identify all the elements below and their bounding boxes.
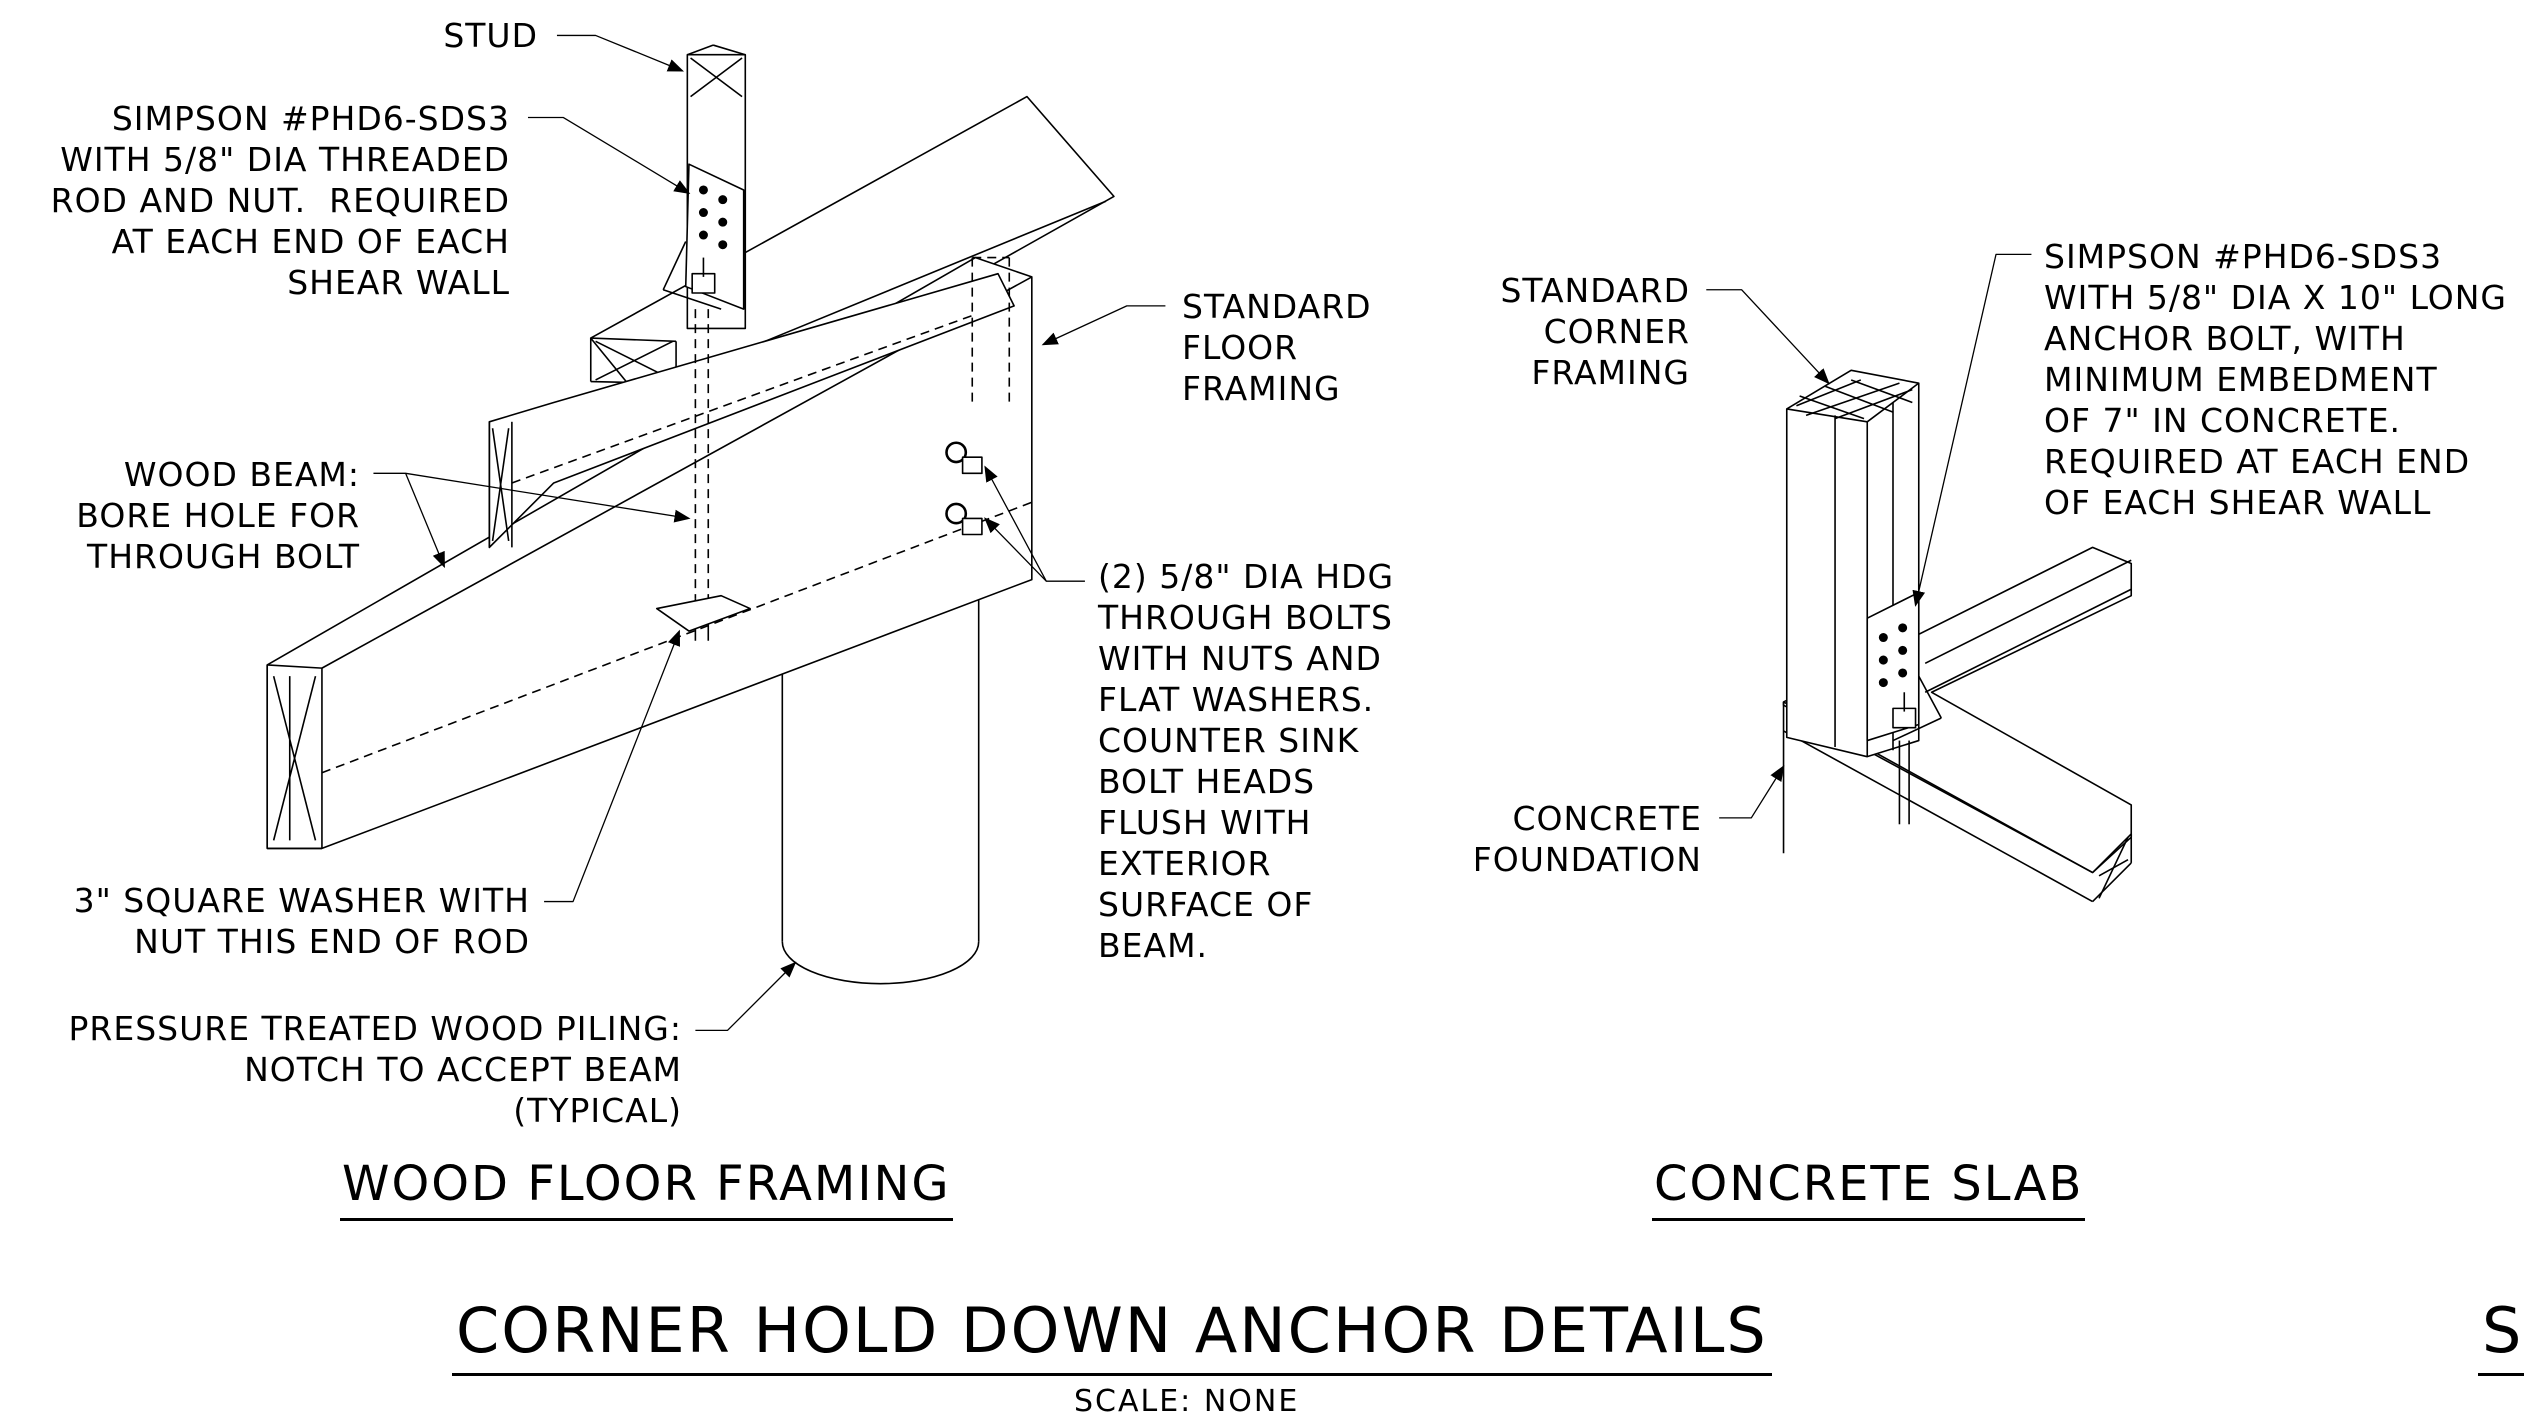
wood-beam (267, 258, 1032, 849)
anchor-bolt (1899, 741, 1909, 825)
label-stud: STUD (443, 16, 538, 55)
scale-note: SCALE: NONE (1074, 1384, 1300, 1419)
label-wood-beam: WOOD BEAM: BORE HOLE FOR THROUGH BOLT (76, 455, 360, 576)
hold-down-bracket-right (1867, 592, 1941, 740)
label-wood-piling: PRESSURE TREATED WOOD PILING: NOTCH TO A… (68, 1009, 682, 1130)
label-standard-floor-framing: STANDARD FLOOR FRAMING (1182, 287, 1372, 408)
left-detail-title: WOOD FLOOR FRAMING (340, 1156, 953, 1221)
hold-down-bracket-left (663, 164, 743, 309)
main-title: CORNER HOLD DOWN ANCHOR DETAILS (452, 1294, 1772, 1376)
label-standard-corner-framing: STANDARD CORNER FRAMING (1500, 271, 1690, 392)
through-bolts (945, 441, 982, 535)
leader-lines-right (1706, 254, 2031, 817)
concrete-foundation (1784, 547, 2132, 901)
label-simpson-hold-down-right: SIMPSON #PHD6-SDS3 WITH 5/8" DIA X 10" L… (2044, 237, 2508, 522)
label-through-bolts: (2) 5/8" DIA HDG THROUGH BOLTS WITH NUTS… (1098, 557, 1395, 965)
label-simpson-hold-down-left: SIMPSON #PHD6-SDS3 WITH 5/8" DIA THREADE… (50, 99, 510, 302)
cut-off-title-fragment: S (2478, 1294, 2524, 1376)
label-concrete-foundation: CONCRETE FOUNDATION (1472, 799, 1702, 879)
leader-lines-left (373, 35, 1165, 1030)
square-washer (657, 596, 750, 631)
threaded-rod (695, 309, 708, 599)
label-square-washer: 3" SQUARE WASHER WITH NUT THIS END OF RO… (73, 881, 530, 961)
right-detail-title: CONCRETE SLAB (1652, 1156, 2086, 1221)
